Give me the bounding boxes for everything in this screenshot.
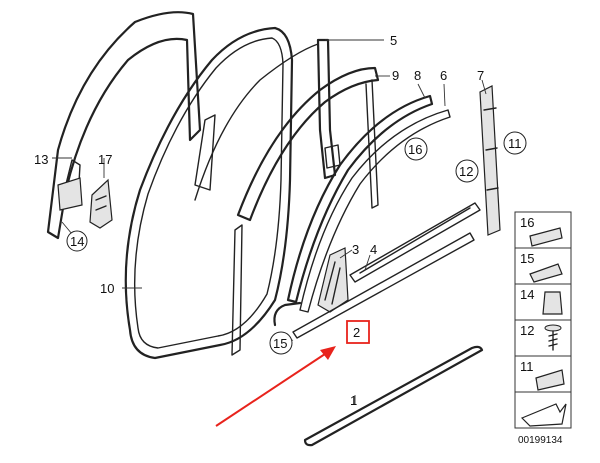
callout-15-circle bbox=[269, 331, 293, 355]
part-1-rocker-strip bbox=[303, 345, 484, 447]
clip-14-icon bbox=[542, 291, 563, 315]
part-10-door-seal bbox=[124, 26, 294, 360]
legend-item-12: 12 bbox=[520, 323, 534, 338]
screw-12-icon bbox=[544, 324, 562, 351]
part-3-corner-bracket bbox=[317, 247, 349, 313]
clip-16-icon bbox=[529, 227, 563, 247]
callout-16-circle bbox=[404, 137, 428, 161]
callout-13: 13 bbox=[34, 152, 48, 167]
legend-item-14: 14 bbox=[520, 287, 534, 302]
legend-panel: 16 15 14 12 11 bbox=[514, 211, 572, 429]
legend-item-16: 16 bbox=[520, 215, 534, 230]
callout-2: 2 bbox=[353, 325, 360, 340]
callout-9: 9 bbox=[392, 68, 399, 83]
callout-10: 10 bbox=[100, 281, 114, 296]
legend-item-15: 15 bbox=[520, 251, 534, 266]
clip-15-icon bbox=[529, 263, 563, 283]
callout-3: 3 bbox=[352, 242, 359, 257]
callout-1: 1 bbox=[350, 393, 357, 408]
callout-6: 6 bbox=[440, 68, 447, 83]
callout-17: 17 bbox=[98, 152, 112, 167]
callout-2-highlight-box bbox=[346, 320, 370, 344]
callout-12-circle bbox=[455, 159, 479, 183]
callout-8: 8 bbox=[414, 68, 421, 83]
callout-12: 12 bbox=[459, 164, 473, 179]
leader-lines bbox=[52, 39, 487, 405]
callout-14-circle bbox=[66, 230, 88, 252]
part-17-bracket bbox=[89, 178, 113, 229]
callout-4: 4 bbox=[370, 242, 377, 257]
part-6-seal bbox=[299, 109, 451, 313]
callout-7: 7 bbox=[477, 68, 484, 83]
part-4-lower-strip bbox=[349, 202, 481, 283]
callout-16: 16 bbox=[408, 142, 422, 157]
part-13-frame-seal bbox=[46, 11, 202, 240]
legend-item-11: 11 bbox=[520, 359, 534, 374]
callout-11-circle bbox=[503, 131, 527, 155]
highlight-arrow bbox=[215, 346, 336, 427]
clip-11-icon bbox=[535, 369, 565, 391]
diagram-number: 00199134 bbox=[518, 435, 563, 446]
callout-14: 14 bbox=[70, 234, 84, 249]
direction-arrow-icon bbox=[520, 403, 567, 427]
part-8-seal bbox=[286, 94, 434, 304]
part-5-window-channel bbox=[194, 38, 341, 201]
part-7-pillar-trim bbox=[479, 85, 501, 236]
callout-5: 5 bbox=[390, 33, 397, 48]
part-2-corner-seal bbox=[273, 232, 475, 339]
callout-11: 11 bbox=[508, 136, 522, 151]
callout-15: 15 bbox=[273, 336, 287, 351]
